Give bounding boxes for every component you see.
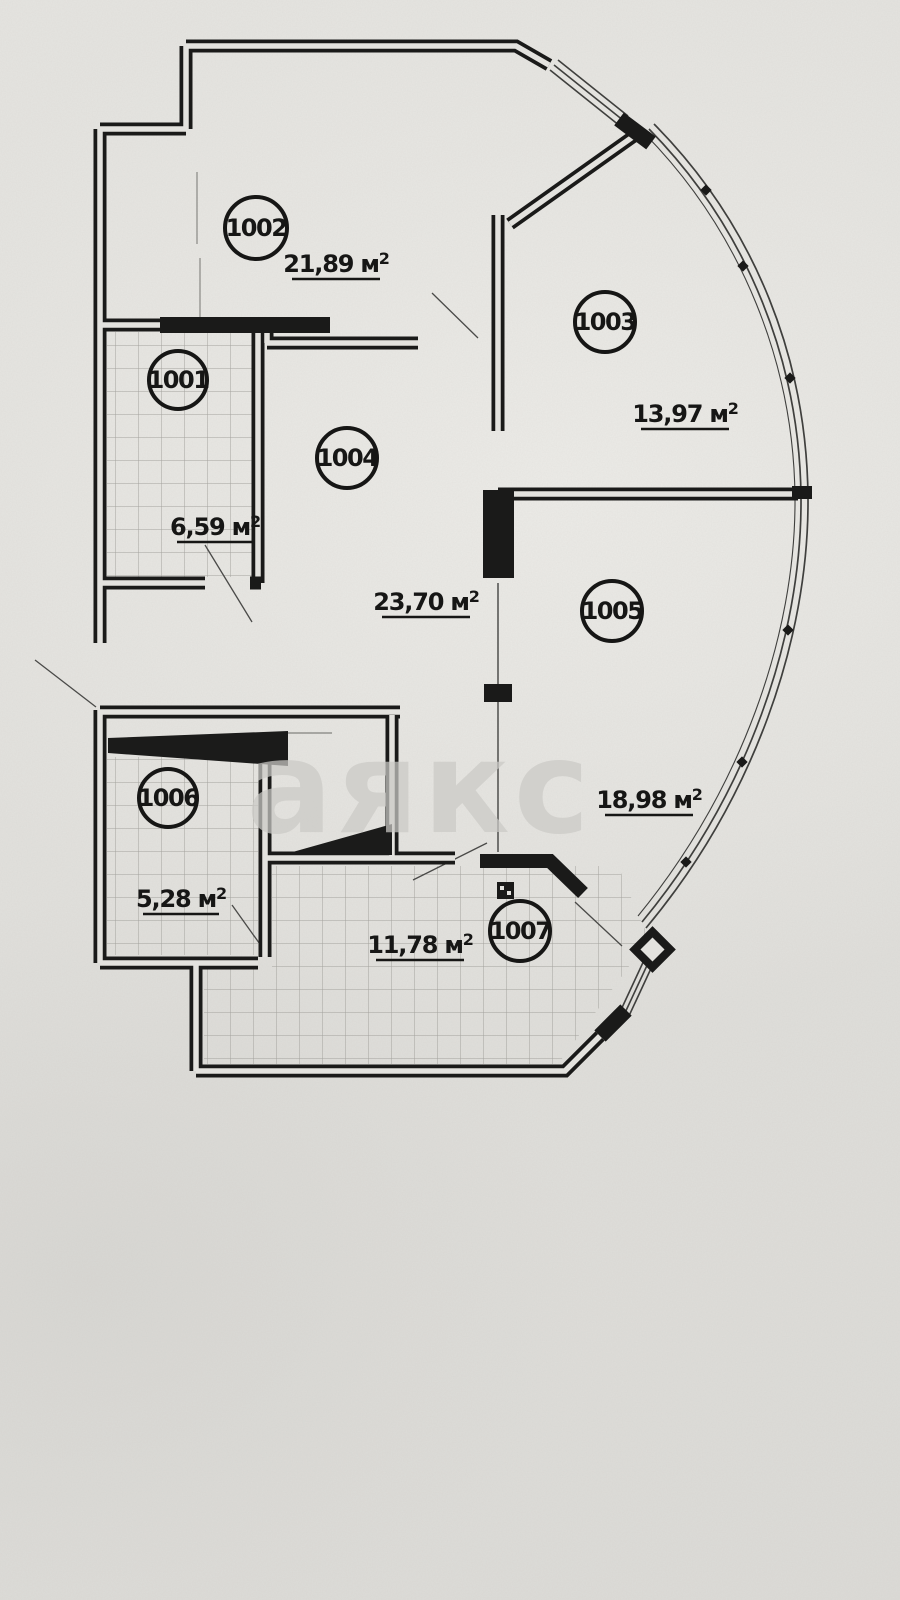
room-label-1006: 1006 5,28 м2 bbox=[136, 767, 227, 916]
column-marker bbox=[737, 260, 749, 272]
leader-line bbox=[204, 544, 253, 623]
room-number-circle bbox=[147, 349, 209, 411]
column-marker bbox=[782, 624, 794, 636]
room-number: 1005 bbox=[582, 597, 644, 625]
room-area: 23,70 м2 bbox=[373, 587, 479, 616]
room-labels: 1002 21,89 м2 1003 13,97 м2 1001 6,59 м2… bbox=[136, 195, 739, 963]
room-area: 11,78 м2 bbox=[367, 930, 473, 959]
corner-column bbox=[629, 926, 676, 973]
room-area: 18,98 м2 bbox=[596, 785, 702, 814]
room-1001-tile-hatch bbox=[107, 332, 253, 577]
drain-dot bbox=[507, 891, 511, 895]
bay-windows bbox=[549, 59, 655, 1019]
walls-solid bbox=[108, 112, 812, 1042]
wall-pier bbox=[483, 490, 514, 578]
window-line bbox=[553, 64, 625, 122]
room-number-circle bbox=[580, 579, 644, 643]
column-marker bbox=[680, 856, 692, 868]
wall-segment bbox=[480, 854, 588, 899]
window-line bbox=[619, 955, 647, 1013]
room-number: 1007 bbox=[490, 917, 551, 945]
room-area: 13,97 м2 bbox=[632, 399, 738, 428]
window-pier bbox=[594, 1004, 632, 1042]
room-label-1004: 1004 23,70 м2 bbox=[315, 426, 480, 619]
leader-line bbox=[574, 901, 623, 947]
room-1007-tile-hatch bbox=[204, 866, 645, 1064]
window-line bbox=[623, 958, 651, 1016]
room-number-circle bbox=[573, 290, 637, 354]
window-line bbox=[627, 961, 655, 1019]
room-1006-tile-hatch bbox=[107, 757, 258, 955]
facade-column-markers bbox=[680, 184, 796, 868]
room-label-1005: 1005 18,98 м2 bbox=[580, 579, 703, 817]
room-area: 5,28 м2 bbox=[136, 884, 226, 913]
room-number: 1001 bbox=[148, 366, 210, 394]
room-number: 1003 bbox=[575, 308, 636, 336]
room-number: 1006 bbox=[138, 784, 200, 812]
facade-column bbox=[792, 486, 812, 499]
room-label-1001: 1001 6,59 м2 bbox=[147, 349, 261, 544]
floor-drain bbox=[497, 882, 514, 899]
room-number: 1002 bbox=[226, 214, 287, 242]
room-label-1002: 1002 21,89 м2 bbox=[223, 195, 390, 281]
leader-line bbox=[231, 904, 263, 948]
column-marker bbox=[784, 372, 796, 384]
room-number-circle bbox=[315, 426, 379, 490]
column-marker bbox=[736, 756, 748, 768]
tile-hatches bbox=[107, 332, 645, 1064]
watermark-text: аякс bbox=[246, 714, 593, 863]
duct-wedge bbox=[108, 731, 288, 766]
window-line bbox=[549, 69, 621, 127]
leader-line bbox=[431, 292, 479, 339]
column-marker bbox=[700, 184, 712, 196]
drain-box bbox=[497, 882, 514, 899]
room-label-1007: 1007 11,78 м2 bbox=[367, 899, 552, 963]
duct-wedge bbox=[282, 824, 392, 855]
room-number-circle bbox=[223, 195, 289, 261]
room-number: 1004 bbox=[317, 444, 379, 472]
room-label-1003: 1003 13,97 м2 bbox=[573, 290, 739, 431]
room-area: 21,89 м2 bbox=[283, 249, 389, 278]
window-pier bbox=[614, 112, 656, 150]
room-area: 6,59 м2 bbox=[170, 512, 260, 541]
room-number-circle bbox=[137, 767, 199, 829]
wall-pier bbox=[484, 684, 512, 702]
drain-dot bbox=[500, 886, 504, 890]
leader-line bbox=[34, 659, 97, 708]
window-line bbox=[557, 59, 629, 117]
room-number-circle bbox=[488, 899, 552, 963]
